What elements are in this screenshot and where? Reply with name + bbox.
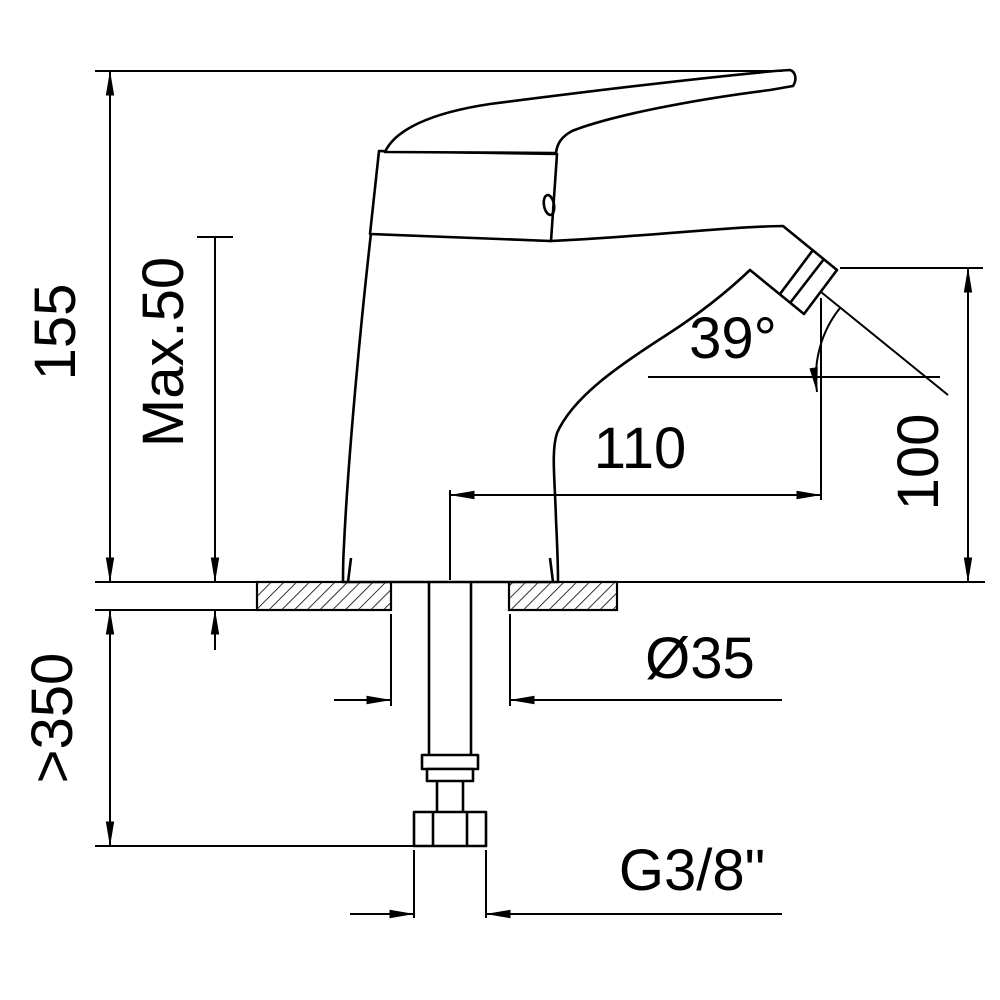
faucet-body-spout <box>341 224 839 584</box>
aerator-ring-line-1 <box>788 258 826 304</box>
countertop-section <box>95 580 985 612</box>
dimension-outlet-height: 100 <box>840 267 983 583</box>
cap-screw-detail <box>542 193 556 217</box>
angle-spout-axis-line <box>820 291 949 396</box>
angle-arc <box>809 307 841 393</box>
dimension-hole-diameter: Ø35 <box>334 614 782 706</box>
dim-label-spout-reach: 110 <box>594 416 686 481</box>
hose-collar-lower <box>425 767 475 783</box>
dim-label-mounting-thickness: Max.50 <box>131 257 196 447</box>
deck-hatch-right <box>507 580 619 612</box>
dimension-thread-size: G3/8" <box>350 838 782 919</box>
dim-label-hole-diameter: Ø35 <box>645 626 755 691</box>
faucet-lever-handle <box>383 68 797 155</box>
dim-label-spout-angle: 39° <box>689 306 777 371</box>
dim-label-hose-length: >350 <box>20 653 85 784</box>
faucet-cap <box>368 149 559 243</box>
aerator-ring-line-2 <box>778 249 815 295</box>
base-edge-right <box>548 557 555 583</box>
dim-label-total-height: 155 <box>23 284 88 381</box>
supply-hose <box>412 583 488 848</box>
deck-hatch-left <box>255 580 393 612</box>
dimension-hose-length: >350 <box>20 609 414 847</box>
base-edge-left <box>346 557 353 583</box>
dimension-spout-angle: 39° <box>648 291 949 396</box>
dim-label-outlet-height: 100 <box>886 414 951 511</box>
dim-label-thread-size: G3/8" <box>619 838 765 903</box>
hose-nut <box>412 810 488 848</box>
dimension-spout-reach: 110 <box>449 298 822 580</box>
hose-collar-upper <box>420 753 480 771</box>
dimension-total-height: 155 <box>23 70 782 583</box>
dimension-mounting-thickness: Max.50 <box>131 236 233 650</box>
